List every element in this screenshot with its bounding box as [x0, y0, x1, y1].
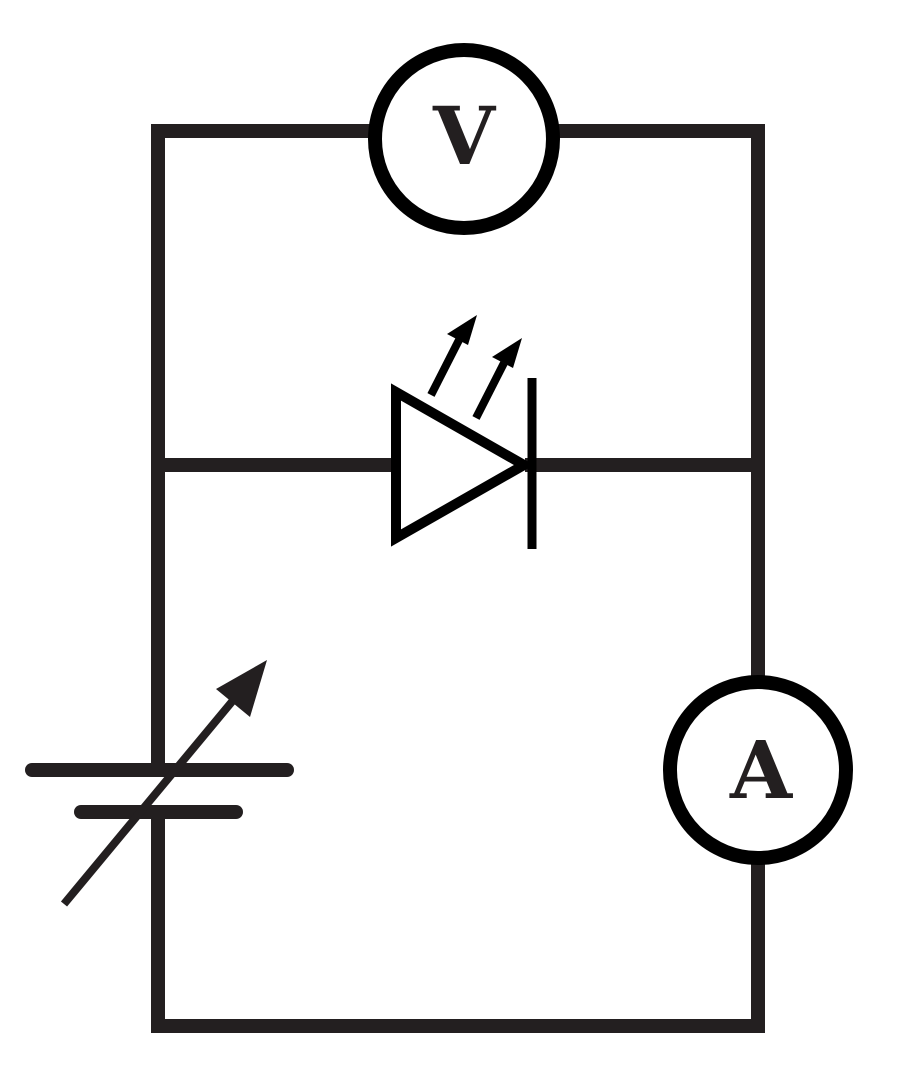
emission-arrow-head [447, 315, 477, 345]
ammeter-label: A [729, 723, 793, 817]
light-emission-arrows [427, 315, 522, 420]
led-triangle [391, 383, 535, 547]
emission-arrow-shaft [472, 361, 508, 420]
voltmeter-ring [368, 43, 560, 235]
ammeter: A [663, 675, 853, 865]
variable-cell [25, 660, 294, 907]
emission-arrow-head [492, 338, 522, 368]
variable-arrow-shaft [60, 689, 244, 907]
ammeter-ring [663, 675, 853, 865]
led [391, 315, 537, 549]
voltmeter: V [368, 43, 560, 235]
emission-arrow-shaft [427, 338, 463, 397]
voltmeter-label: V [432, 89, 497, 183]
variable-arrow-head [216, 660, 267, 717]
